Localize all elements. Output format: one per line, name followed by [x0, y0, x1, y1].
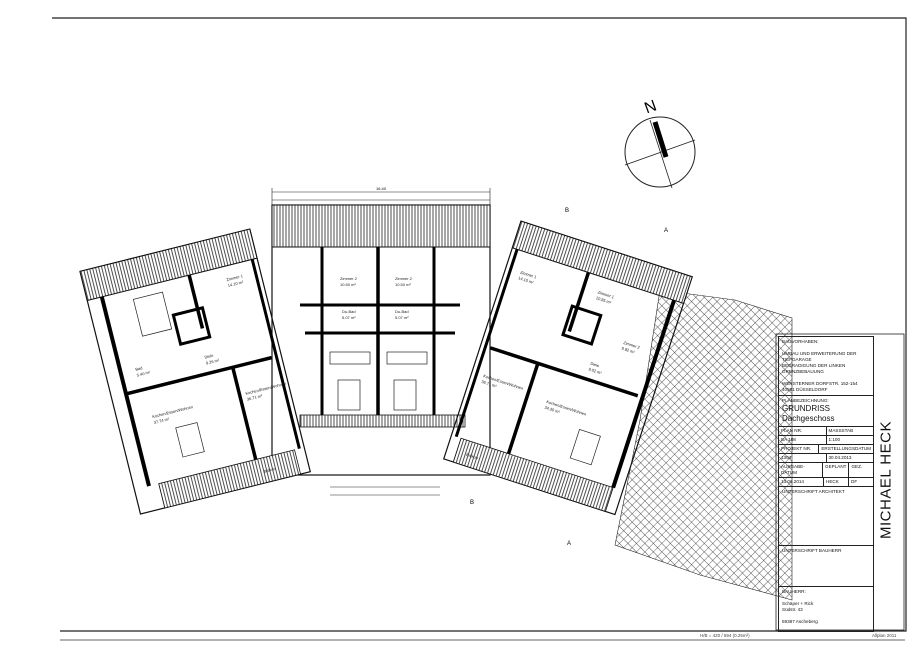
room-label: Zimmer 2 — [623, 340, 641, 350]
room-area: 37.74 m² — [153, 416, 170, 425]
owner-sign-label: Unterschrift Bauherr — [782, 548, 842, 553]
room-area: 14.10 m² — [518, 275, 535, 285]
room-area: 9.82 m² — [621, 346, 636, 355]
project-line: Umbau und Erweiterung der — [782, 351, 857, 356]
project-line: Begradigung der linken — [782, 363, 846, 368]
room-area: 5.40 m² — [136, 369, 151, 377]
section-marker: A — [664, 228, 668, 234]
architect-name: MICHAEL HECK — [872, 420, 900, 540]
date: 30.04.2013 — [828, 455, 852, 460]
room-area: 36.71 m² — [481, 379, 498, 389]
room-label: Zimmer 2 — [340, 276, 358, 281]
room-label: Zimmer 1 — [597, 290, 615, 300]
room-label: Du-Bad — [342, 309, 356, 314]
checked-label: Gez. — [851, 464, 863, 469]
plan-nr: BA 108 — [779, 436, 827, 444]
scale: 1:100 — [828, 437, 841, 442]
room-label: Kochen/Essen/Wohnen — [245, 381, 287, 396]
room-area: 10.50 m² — [340, 282, 356, 287]
project-nr-label: Projekt Nr. — [779, 445, 820, 453]
software-label: Allplan 2011 — [872, 633, 897, 638]
planner: Heck — [824, 478, 849, 486]
plan-section: Planbezeichnung: GRUNDRISS Dachgeschoss — [779, 396, 873, 427]
planner-label: Geplant — [823, 463, 850, 477]
project-line: Grenzbebauung — [782, 369, 824, 374]
room-label: Zimmer 1 — [226, 273, 244, 282]
room-area: 10.85 m² — [595, 295, 612, 305]
room-area: 36.71 m² — [246, 393, 263, 402]
room-area: 9.26 m² — [205, 357, 220, 365]
owner-line: 59387 Ascheberg — [782, 619, 818, 624]
right-wing: Zimmer 1 14.10 m² Zimmer 1 10.85 m² Zimm… — [442, 220, 693, 516]
architect-sign-label: Unterschrift Architekt — [782, 489, 845, 494]
checked: DF — [851, 479, 858, 484]
room-label: Balkon — [466, 452, 479, 461]
issue-date: 13.06.2014 — [779, 478, 824, 486]
owner-signature-box: Unterschrift Bauherr — [779, 546, 873, 587]
sheet-size: H/B = 420 / 594 (0.25m²) — [700, 633, 750, 638]
room-area: 10.50 m² — [395, 282, 411, 287]
issue-label: Ausgabe-Datum — [779, 463, 824, 477]
north-arrow-icon: N — [624, 97, 696, 189]
north-label: N — [642, 97, 659, 117]
architect-signature-box: Unterschrift Architekt — [779, 487, 873, 546]
overall-dimension: 16.40 — [376, 186, 387, 191]
scale-label: Maßstab — [828, 428, 854, 433]
section-marker: A — [567, 541, 571, 547]
address-line: Wersterner Dorfstr. 152-154 — [782, 381, 858, 386]
owner-line: Südstr. 43 — [782, 607, 803, 612]
section-marker: B — [470, 500, 474, 506]
section-markers: B A B A — [470, 208, 668, 547]
address-line: 40591 Düsseldorf — [782, 387, 828, 392]
room-label: Du-Bad — [395, 309, 409, 314]
room-label: Diele — [204, 353, 215, 360]
room-label: Bad — [135, 365, 143, 372]
section-marker: B — [565, 208, 569, 214]
room-area: 34.30 m² — [544, 405, 561, 415]
room-label: Zimmer 2 — [395, 276, 413, 281]
room-area: 5.07 m² — [395, 315, 409, 320]
room-label: Balkon — [263, 466, 276, 474]
plan-title: GRUNDRISS — [782, 404, 831, 413]
project-line: Tiefgarage — [782, 357, 812, 362]
plan-heading: Planbezeichnung: — [782, 398, 829, 403]
plan-nr-label: Plan Nr. — [779, 427, 827, 435]
room-area: 5.07 m² — [342, 315, 356, 320]
room-label: Zimmer 1 — [520, 270, 538, 280]
owner-section: Bauherr: Schäper + Rick Südstr. 43 59387… — [779, 587, 873, 631]
center-wing: Zimmer 2 10.50 m² Zimmer 2 10.50 m² Du-B… — [271, 204, 491, 476]
sheet-frame — [52, 17, 907, 632]
project-nr: 1304 — [779, 454, 827, 462]
room-area: 9.02 m² — [588, 366, 603, 375]
date-label: Erstellungsdatum — [821, 446, 871, 451]
project-section: Bauvorhaben: Umbau und Erweiterung der T… — [779, 337, 873, 396]
architect-name-text: MICHAEL HECK — [877, 421, 895, 539]
room-area: 14.10 m² — [227, 279, 244, 288]
terrain-hatch — [614, 289, 793, 601]
owner-line: Schäper + Rick — [782, 601, 814, 606]
room-label: Kochen/Essen/Wohnen — [152, 404, 194, 419]
plan-subtitle: Dachgeschoss — [782, 414, 835, 423]
title-block: Bauvorhaben: Umbau und Erweiterung der T… — [778, 336, 874, 632]
left-wing: Zimmer 1 14.10 m² Bad 5.40 m² Diele 9.26… — [79, 228, 312, 515]
title-block-frame — [775, 333, 905, 631]
project-heading: Bauvorhaben: — [782, 339, 819, 344]
room-label: Diele — [590, 361, 601, 369]
owner-heading: Bauherr: — [782, 589, 806, 594]
